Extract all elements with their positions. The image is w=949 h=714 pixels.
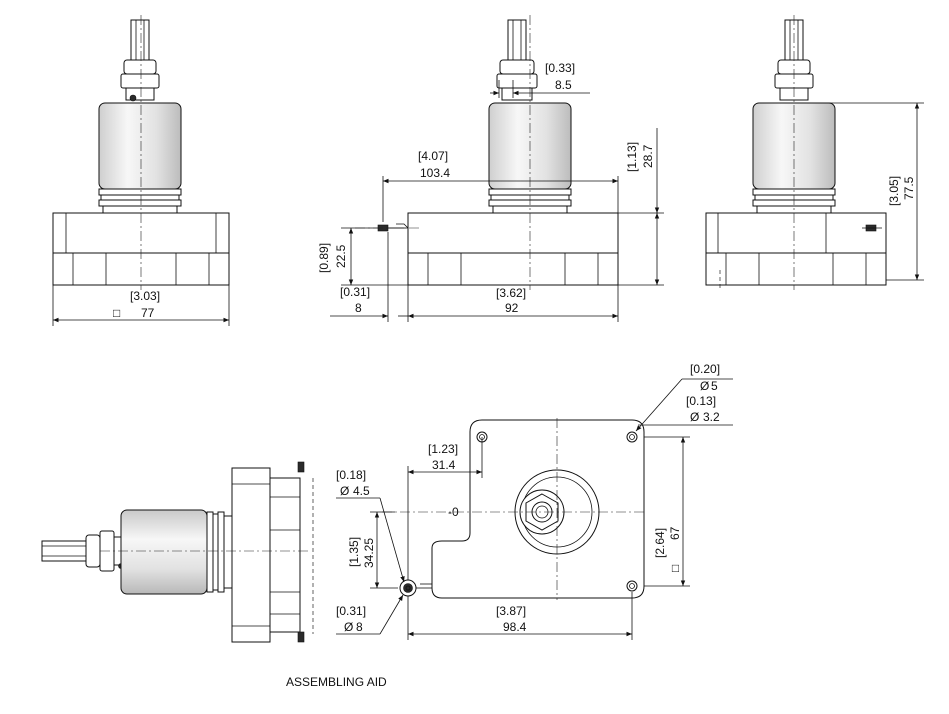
top-pin-big-inch: [0.31] [336, 604, 366, 618]
top-pin-height-inch: [1.35] [347, 537, 361, 567]
front-width-inch: [3.03] [130, 289, 160, 303]
top-hole-large-inch: [0.20] [690, 362, 720, 376]
side-pin-offset-inch: [0.31] [340, 285, 370, 299]
side-pin-offset-mm: 8 [355, 301, 362, 315]
right-view: [3.05] 77.5 [705, 15, 924, 290]
top-height-inch: [2.64] [653, 528, 667, 558]
top-pin-height-mm: 34.25 [362, 538, 376, 568]
top-hole-large-mm: 5 [711, 379, 718, 393]
center-mark: -0 [448, 505, 459, 519]
side-base-width-mm: 92 [505, 301, 519, 315]
side-gland-mm: 8.5 [555, 78, 572, 92]
front-width-mm: 77 [141, 306, 155, 320]
right-total-height-inch: [3.05] [887, 176, 901, 206]
right-total-height-mm: 77.5 [902, 176, 916, 200]
side-gland-inch: [0.33] [545, 61, 575, 75]
assembling-aid-caption: ASSEMBLING AID [286, 675, 387, 689]
top-pin-symbol: Ø [340, 484, 349, 498]
top-pin-big-mm: 8 [356, 620, 363, 634]
assembly-side-view [41, 461, 314, 643]
top-hole-small-symbol: Ø [690, 410, 699, 424]
top-hole-small-mm: 3.2 [703, 410, 720, 424]
side-body-height-inch: [1.13] [625, 142, 639, 172]
top-pin-big-symbol: Ø [344, 620, 353, 634]
top-offset-inch: [1.23] [428, 442, 458, 456]
top-pin-inch: [0.18] [336, 468, 366, 482]
top-view: -0 [0.20] Ø 5 [0.13] Ø 3.2 [1.23] 31.4 [… [336, 362, 733, 640]
side-total-width-mm: 103.4 [420, 166, 450, 180]
top-offset-mm: 31.4 [432, 458, 456, 472]
front-view: [3.03] □ 77 [52, 15, 230, 326]
side-base-width-inch: [3.62] [496, 286, 526, 300]
side-view: [0.33] 8.5 [4.07] 103.4 [1.13] 28.7 [0.8… [317, 15, 664, 322]
top-height-symbol: □ [668, 565, 682, 572]
front-width-symbol: □ [113, 306, 120, 320]
top-pin-mm: 4.5 [353, 484, 370, 498]
top-hole-small-inch: [0.13] [686, 394, 716, 408]
top-height-mm: 67 [668, 526, 682, 540]
top-width-mm: 98.4 [503, 620, 527, 634]
side-flange-height-inch: [0.89] [317, 243, 331, 273]
top-hole-large-symbol: Ø [700, 379, 709, 393]
side-flange-height-mm: 22.5 [334, 244, 348, 268]
side-total-width-inch: [4.07] [418, 149, 448, 163]
side-body-height-mm: 28.7 [641, 144, 655, 168]
top-width-inch: [3.87] [496, 604, 526, 618]
